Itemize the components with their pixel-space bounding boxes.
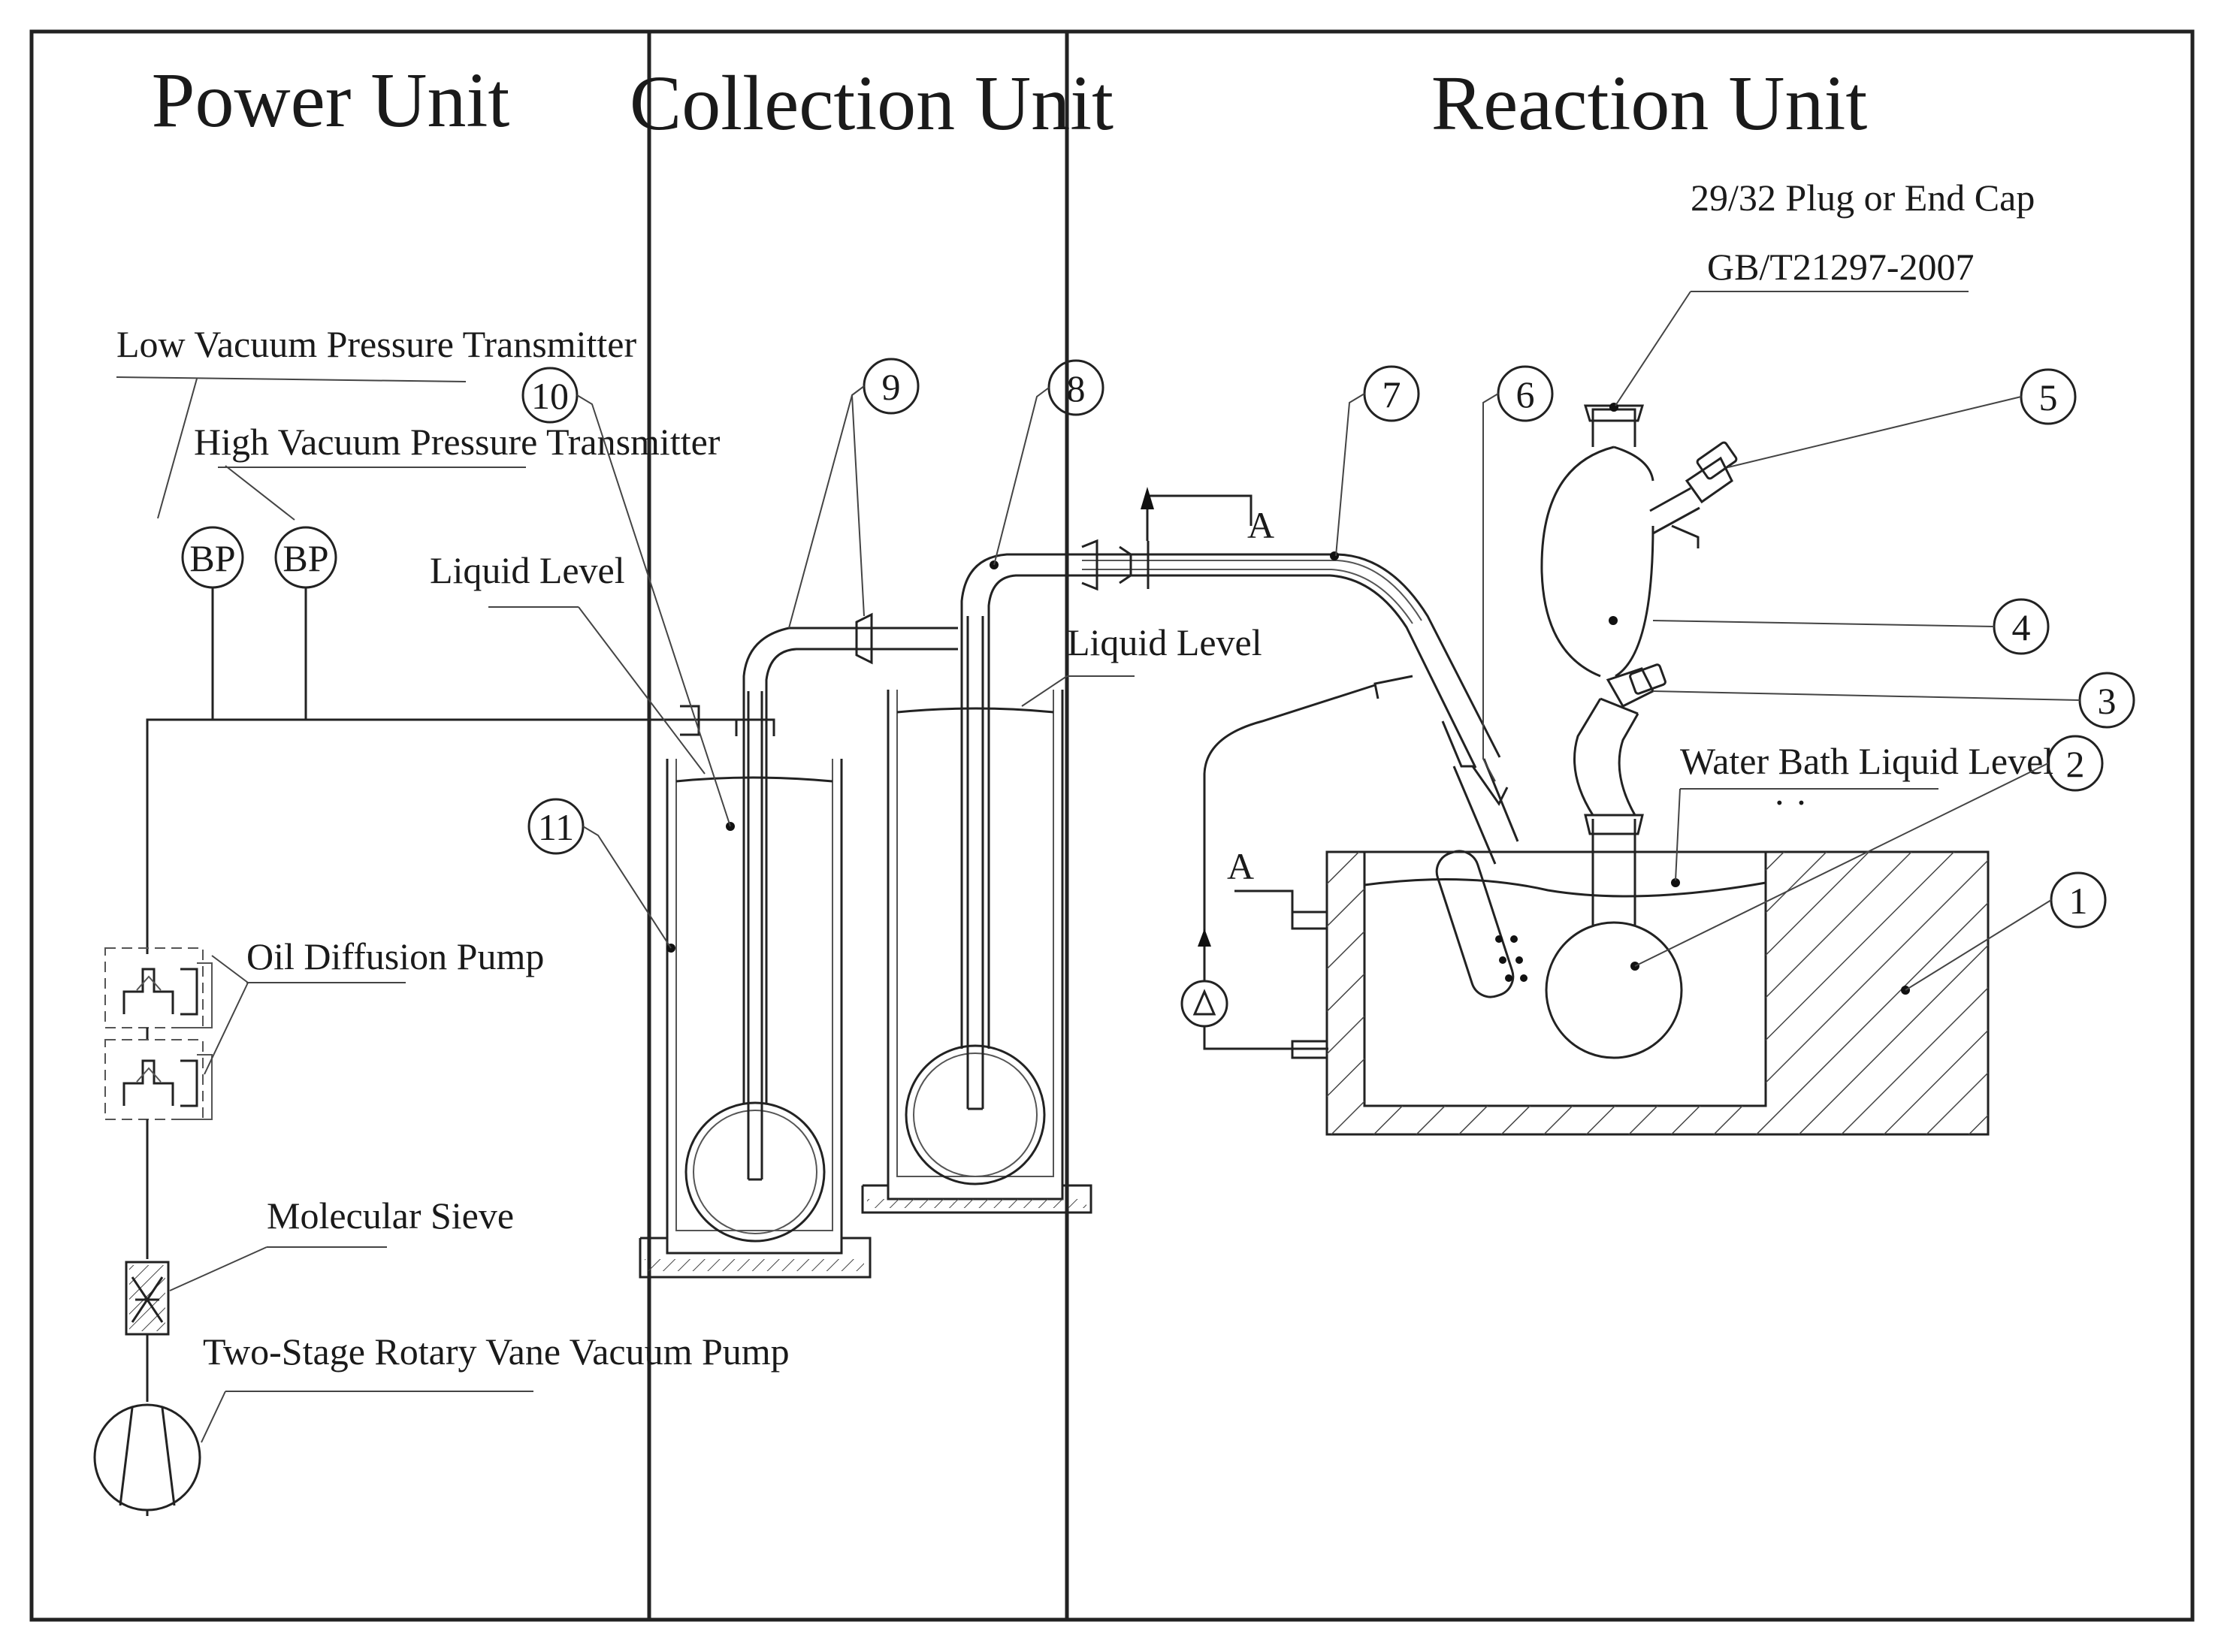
liquid-level-left bbox=[675, 776, 833, 783]
molecular-sieve-label: Molecular Sieve bbox=[267, 1194, 514, 1237]
level-marks: · · bbox=[1773, 781, 1808, 823]
section-title-power: Power Unit bbox=[152, 57, 510, 143]
water-bath-liquid-level bbox=[1364, 877, 1766, 898]
collection-unit-group: Liquid Level bbox=[639, 553, 1262, 1279]
pressure-gauge-high: BP bbox=[274, 526, 337, 589]
rotary-vane-pump bbox=[93, 1403, 201, 1516]
diagram-frame bbox=[29, 29, 2195, 1622]
coolant-outlet-a: A bbox=[1141, 487, 1274, 546]
svg-text:BP: BP bbox=[189, 537, 235, 579]
svg-text:2: 2 bbox=[2066, 743, 2085, 785]
cold-trap-flask-right bbox=[905, 553, 1082, 1185]
high-vacuum-label: High Vacuum Pressure Transmitter bbox=[194, 421, 721, 463]
callout-6: 6 bbox=[1482, 365, 1554, 782]
ground-joint-9 bbox=[855, 612, 958, 665]
callout-10: 10 bbox=[521, 367, 731, 827]
callout-group: 1 2 3 4 5 6 7 bbox=[521, 358, 2135, 991]
separatory-funnel bbox=[1540, 403, 1738, 678]
callout-8: 8 bbox=[993, 359, 1104, 566]
water-bath bbox=[1325, 850, 1990, 1136]
svg-text:10: 10 bbox=[531, 375, 569, 417]
oil-diffusion-pump-label: Oil Diffusion Pump bbox=[246, 935, 544, 977]
oil-diffusion-pump-upper bbox=[104, 947, 213, 1028]
point-a-top-label: A bbox=[1247, 504, 1274, 546]
plug-cap-label: 29/32 Plug or End Cap bbox=[1691, 177, 2035, 219]
oil-diffusion-pump-lower bbox=[104, 1039, 213, 1120]
section-title-collection: Collection Unit bbox=[630, 60, 1114, 146]
callout-7: 7 bbox=[1335, 365, 1420, 557]
svg-text:8: 8 bbox=[1067, 367, 1086, 409]
svg-text:BP: BP bbox=[283, 537, 328, 579]
section-title-reaction: Reaction Unit bbox=[1431, 60, 1868, 146]
callout-3: 3 bbox=[1652, 672, 2135, 729]
svg-text:5: 5 bbox=[2039, 376, 2058, 418]
liquid-level-right bbox=[896, 707, 1054, 714]
svg-text:1: 1 bbox=[2069, 880, 2088, 922]
liquid-level-right-label: Liquid Level bbox=[1067, 621, 1262, 663]
molecular-sieve bbox=[125, 1261, 170, 1336]
low-vacuum-label: Low Vacuum Pressure Transmitter bbox=[116, 323, 636, 365]
vacuum-line bbox=[146, 718, 744, 954]
callout-9: 9 bbox=[788, 358, 920, 629]
standard-label: GB/T21297-2007 bbox=[1707, 246, 1975, 288]
reaction-unit-group: A A bbox=[1081, 177, 2053, 1136]
svg-text:7: 7 bbox=[1382, 373, 1401, 415]
stopcock-lower bbox=[1573, 663, 1666, 816]
cold-trap-dewar-right bbox=[861, 690, 1092, 1214]
circulation-pump: A bbox=[1180, 684, 1376, 1059]
transfer-tube bbox=[1081, 539, 1501, 769]
svg-text:3: 3 bbox=[2098, 680, 2117, 722]
rotary-pump-label: Two-Stage Rotary Vane Vacuum Pump bbox=[203, 1330, 790, 1373]
point-a-bottom-label: A bbox=[1227, 845, 1254, 887]
svg-text:9: 9 bbox=[882, 366, 901, 408]
callout-11: 11 bbox=[527, 798, 672, 949]
callout-4: 4 bbox=[1652, 598, 2050, 655]
cold-trap-dewar-left bbox=[639, 759, 872, 1279]
reaction-flask bbox=[1545, 814, 1683, 1059]
cold-trap-flask-left bbox=[684, 627, 864, 1243]
callout-5: 5 bbox=[1727, 368, 2077, 468]
pressure-gauge-low: BP bbox=[181, 526, 244, 589]
callout-1: 1 bbox=[1905, 871, 2107, 991]
svg-text:4: 4 bbox=[2012, 606, 2031, 648]
callout-2: 2 bbox=[1634, 735, 2104, 967]
bubbler-tube bbox=[1373, 675, 1527, 998]
svg-text:11: 11 bbox=[538, 806, 574, 848]
power-unit-group: Low Vacuum Pressure Transmitter High Vac… bbox=[93, 323, 790, 1516]
svg-text:6: 6 bbox=[1516, 373, 1535, 415]
water-bath-level-label: Water Bath Liquid Level bbox=[1680, 740, 2053, 782]
liquid-level-left-label: Liquid Level bbox=[430, 549, 625, 591]
